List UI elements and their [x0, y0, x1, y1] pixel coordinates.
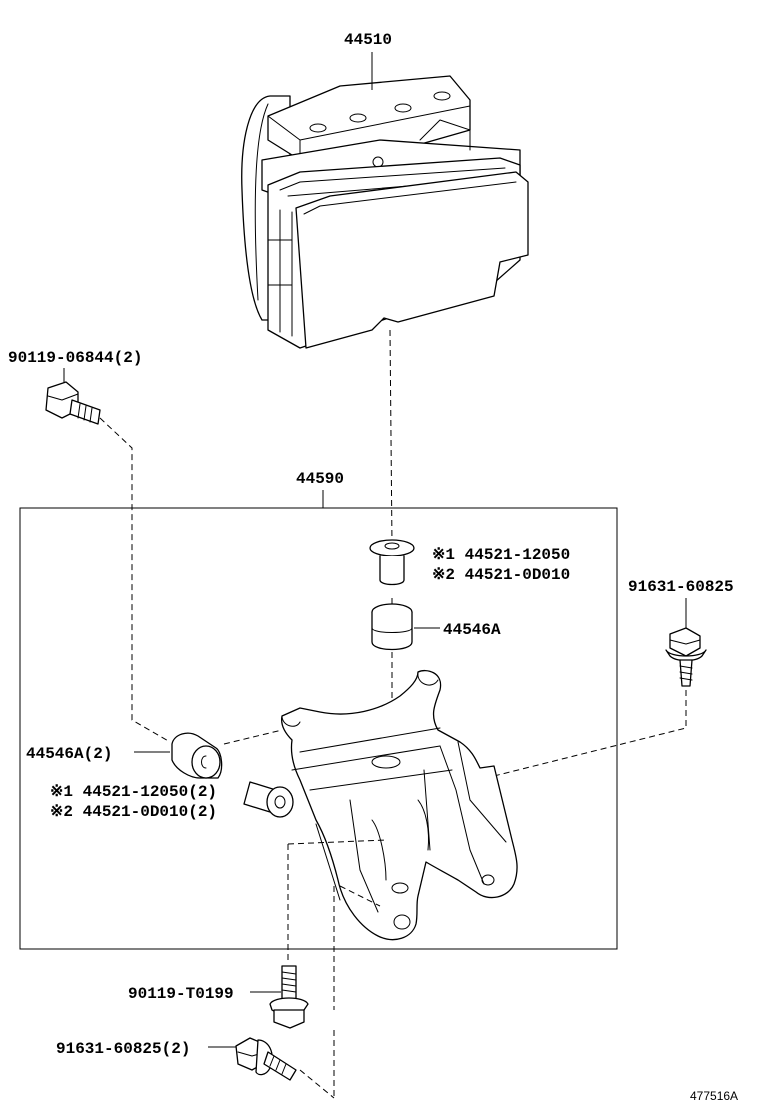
bolt-right-icon [665, 627, 707, 687]
label-cushion-left: 44546A(2) [26, 745, 112, 763]
collar-top-icon [369, 539, 415, 586]
cushion-left-icon [171, 732, 223, 779]
bracket-assembly-frame [19, 507, 618, 950]
label-collar-top-note1: ※1 44521-12050 [432, 546, 570, 564]
label-bolt-bottom-2: 91631-60825(2) [56, 1040, 190, 1058]
label-bracket-assy: 44590 [296, 470, 344, 488]
bracket-illustration [280, 669, 518, 941]
label-bolt-left-top: 90119-06844(2) [8, 349, 142, 367]
label-abs-actuator: 44510 [344, 31, 392, 49]
collar-left-icon [243, 781, 294, 818]
bolt-left-top-icon [45, 381, 101, 425]
cushion-top-icon [371, 603, 413, 651]
label-cushion-top: 44546A [443, 621, 501, 639]
illustration-code: 477516A [690, 1089, 738, 1103]
bolt-bottom-2-icon [235, 1037, 297, 1081]
abs-actuator-illustration [241, 75, 529, 349]
label-collar-left-note1: ※1 44521-12050(2) [50, 783, 217, 801]
label-collar-left-note2: ※2 44521-0D010(2) [50, 803, 217, 821]
label-bolt-bottom-1: 90119-T0199 [128, 985, 234, 1003]
label-bolt-right: 91631-60825 [628, 578, 734, 596]
label-collar-top-note2: ※2 44521-0D010 [432, 566, 570, 584]
bolt-bottom-1-icon [269, 965, 309, 1029]
